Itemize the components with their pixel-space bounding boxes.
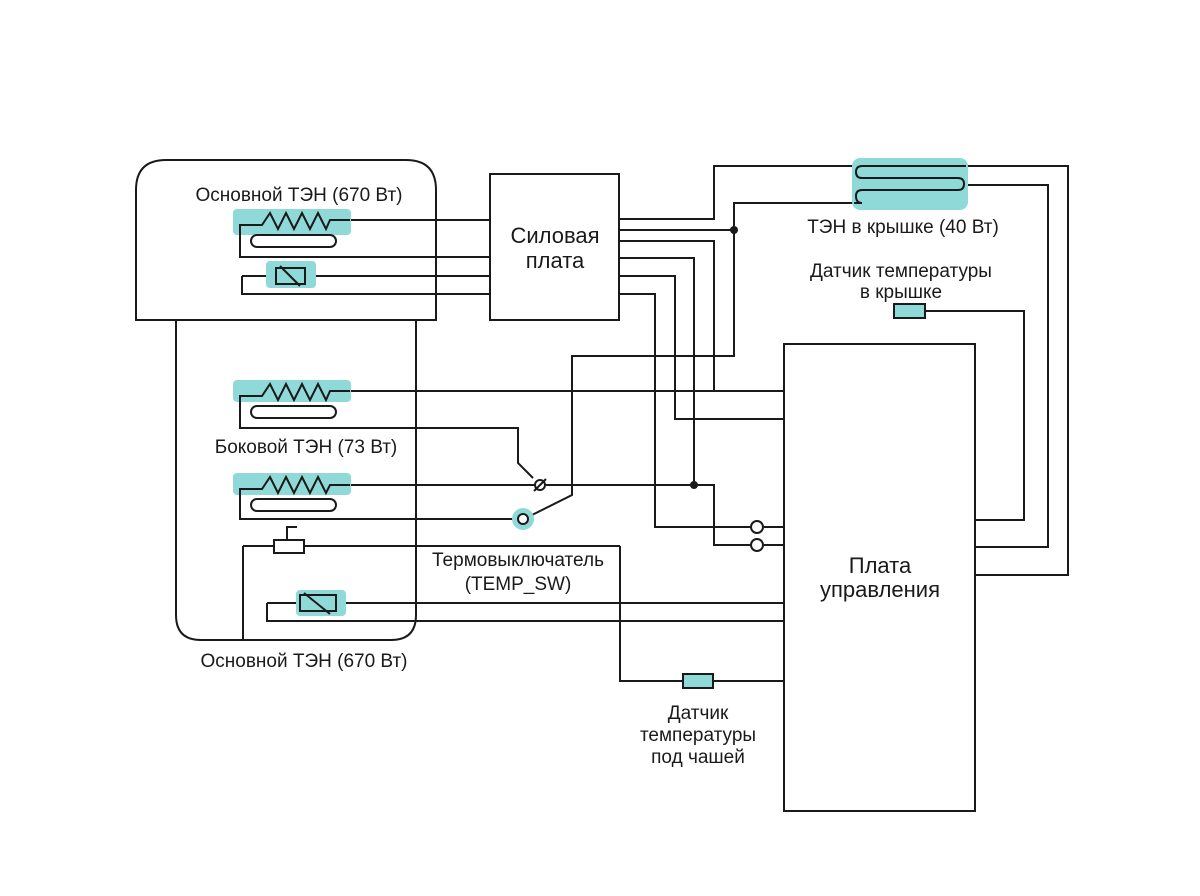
lid-heater-label: ТЭН в крышке (40 Вт) <box>807 217 999 238</box>
control-board-label-1: Плата <box>849 553 912 578</box>
thermo-switch-label-1: Термовыключатель <box>432 550 604 571</box>
lid-sensor-label-1: Датчик температуры <box>810 261 992 282</box>
junction-dot <box>690 481 698 489</box>
lid-heater-highlight <box>852 158 968 210</box>
side-heater-1-symbol <box>239 381 350 429</box>
main-heater-top-label: Основной ТЭН (670 Вт) <box>195 185 402 206</box>
bowl-contact-sensor <box>273 526 305 554</box>
main-heater-top-sensor-symbol <box>275 265 306 287</box>
bowl-temperature-sensor <box>682 673 714 689</box>
thermo-switch-contact <box>517 513 529 525</box>
lid-temperature-sensor <box>893 303 926 319</box>
control-board <box>783 343 976 812</box>
side-heater-2-symbol <box>239 474 350 520</box>
power-board-label-1: Силовая <box>510 223 599 248</box>
lid-sensor-label-2: в крышке <box>860 282 942 303</box>
bowl-sensor-label-2: температуры <box>640 725 756 746</box>
main-heater-top-highlight <box>233 209 351 235</box>
body-sensor-symbol <box>299 592 337 615</box>
body-sensor-highlight <box>296 590 346 616</box>
wires <box>241 165 1069 682</box>
thermo-switch-label-2: (TEMP_SW) <box>465 574 572 595</box>
terminal-1 <box>750 520 764 534</box>
bowl-sensor-label-1: Датчик <box>668 703 729 724</box>
cooker-body-outline <box>175 320 417 641</box>
power-board-label-2: плата <box>526 248 585 273</box>
main-heater-top-symbol <box>239 210 350 258</box>
power-board <box>489 173 620 321</box>
side-heater-label: Боковой ТЭН (73 Вт) <box>215 437 398 458</box>
lid-heater-symbol <box>854 165 966 204</box>
main-heater-bottom-label: Основной ТЭН (670 Вт) <box>200 651 407 672</box>
control-board-label-2: управления <box>820 577 940 602</box>
bowl-sensor-label-3: под чашей <box>651 747 745 768</box>
junction-dot <box>730 226 738 234</box>
crossed-contact-symbol <box>533 478 547 492</box>
cooker-lid-outline <box>135 159 437 321</box>
terminal-2 <box>750 538 764 552</box>
